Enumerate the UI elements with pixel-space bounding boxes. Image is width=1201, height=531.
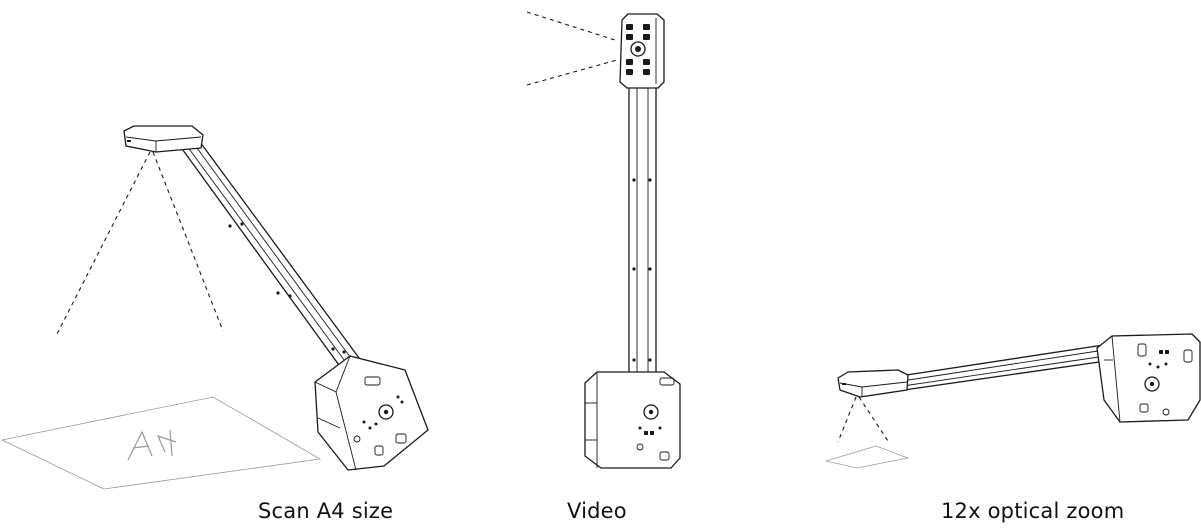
scan-camera-head (123, 125, 204, 153)
document-camera-video-icon (526, 11, 681, 469)
video-view-line-top (526, 11, 616, 41)
video-pole (628, 82, 657, 384)
zoom-camera-head (837, 369, 909, 398)
zoom-arm (899, 343, 1114, 391)
video-view-line-bottom (526, 59, 618, 86)
scan-base (314, 355, 429, 471)
a4-lettering (127, 429, 177, 461)
document-camera-scan-icon (0, 125, 429, 490)
zoom-view-line-right (858, 396, 889, 442)
zoom-view-line-left (837, 396, 857, 443)
video-base (584, 371, 681, 469)
zoom-base (1096, 333, 1201, 423)
document-camera-zoom-icon (824, 333, 1201, 469)
caption-scan-a4: Scan A4 size (258, 499, 394, 523)
scan-arm (179, 141, 363, 373)
caption-optical-zoom: 12x optical zoom (941, 499, 1125, 523)
video-camera-head (619, 13, 665, 89)
scan-view-line-left (55, 151, 151, 337)
caption-video: Video (567, 499, 627, 523)
scan-view-line-right (152, 151, 224, 332)
zoom-sheet (824, 445, 910, 469)
